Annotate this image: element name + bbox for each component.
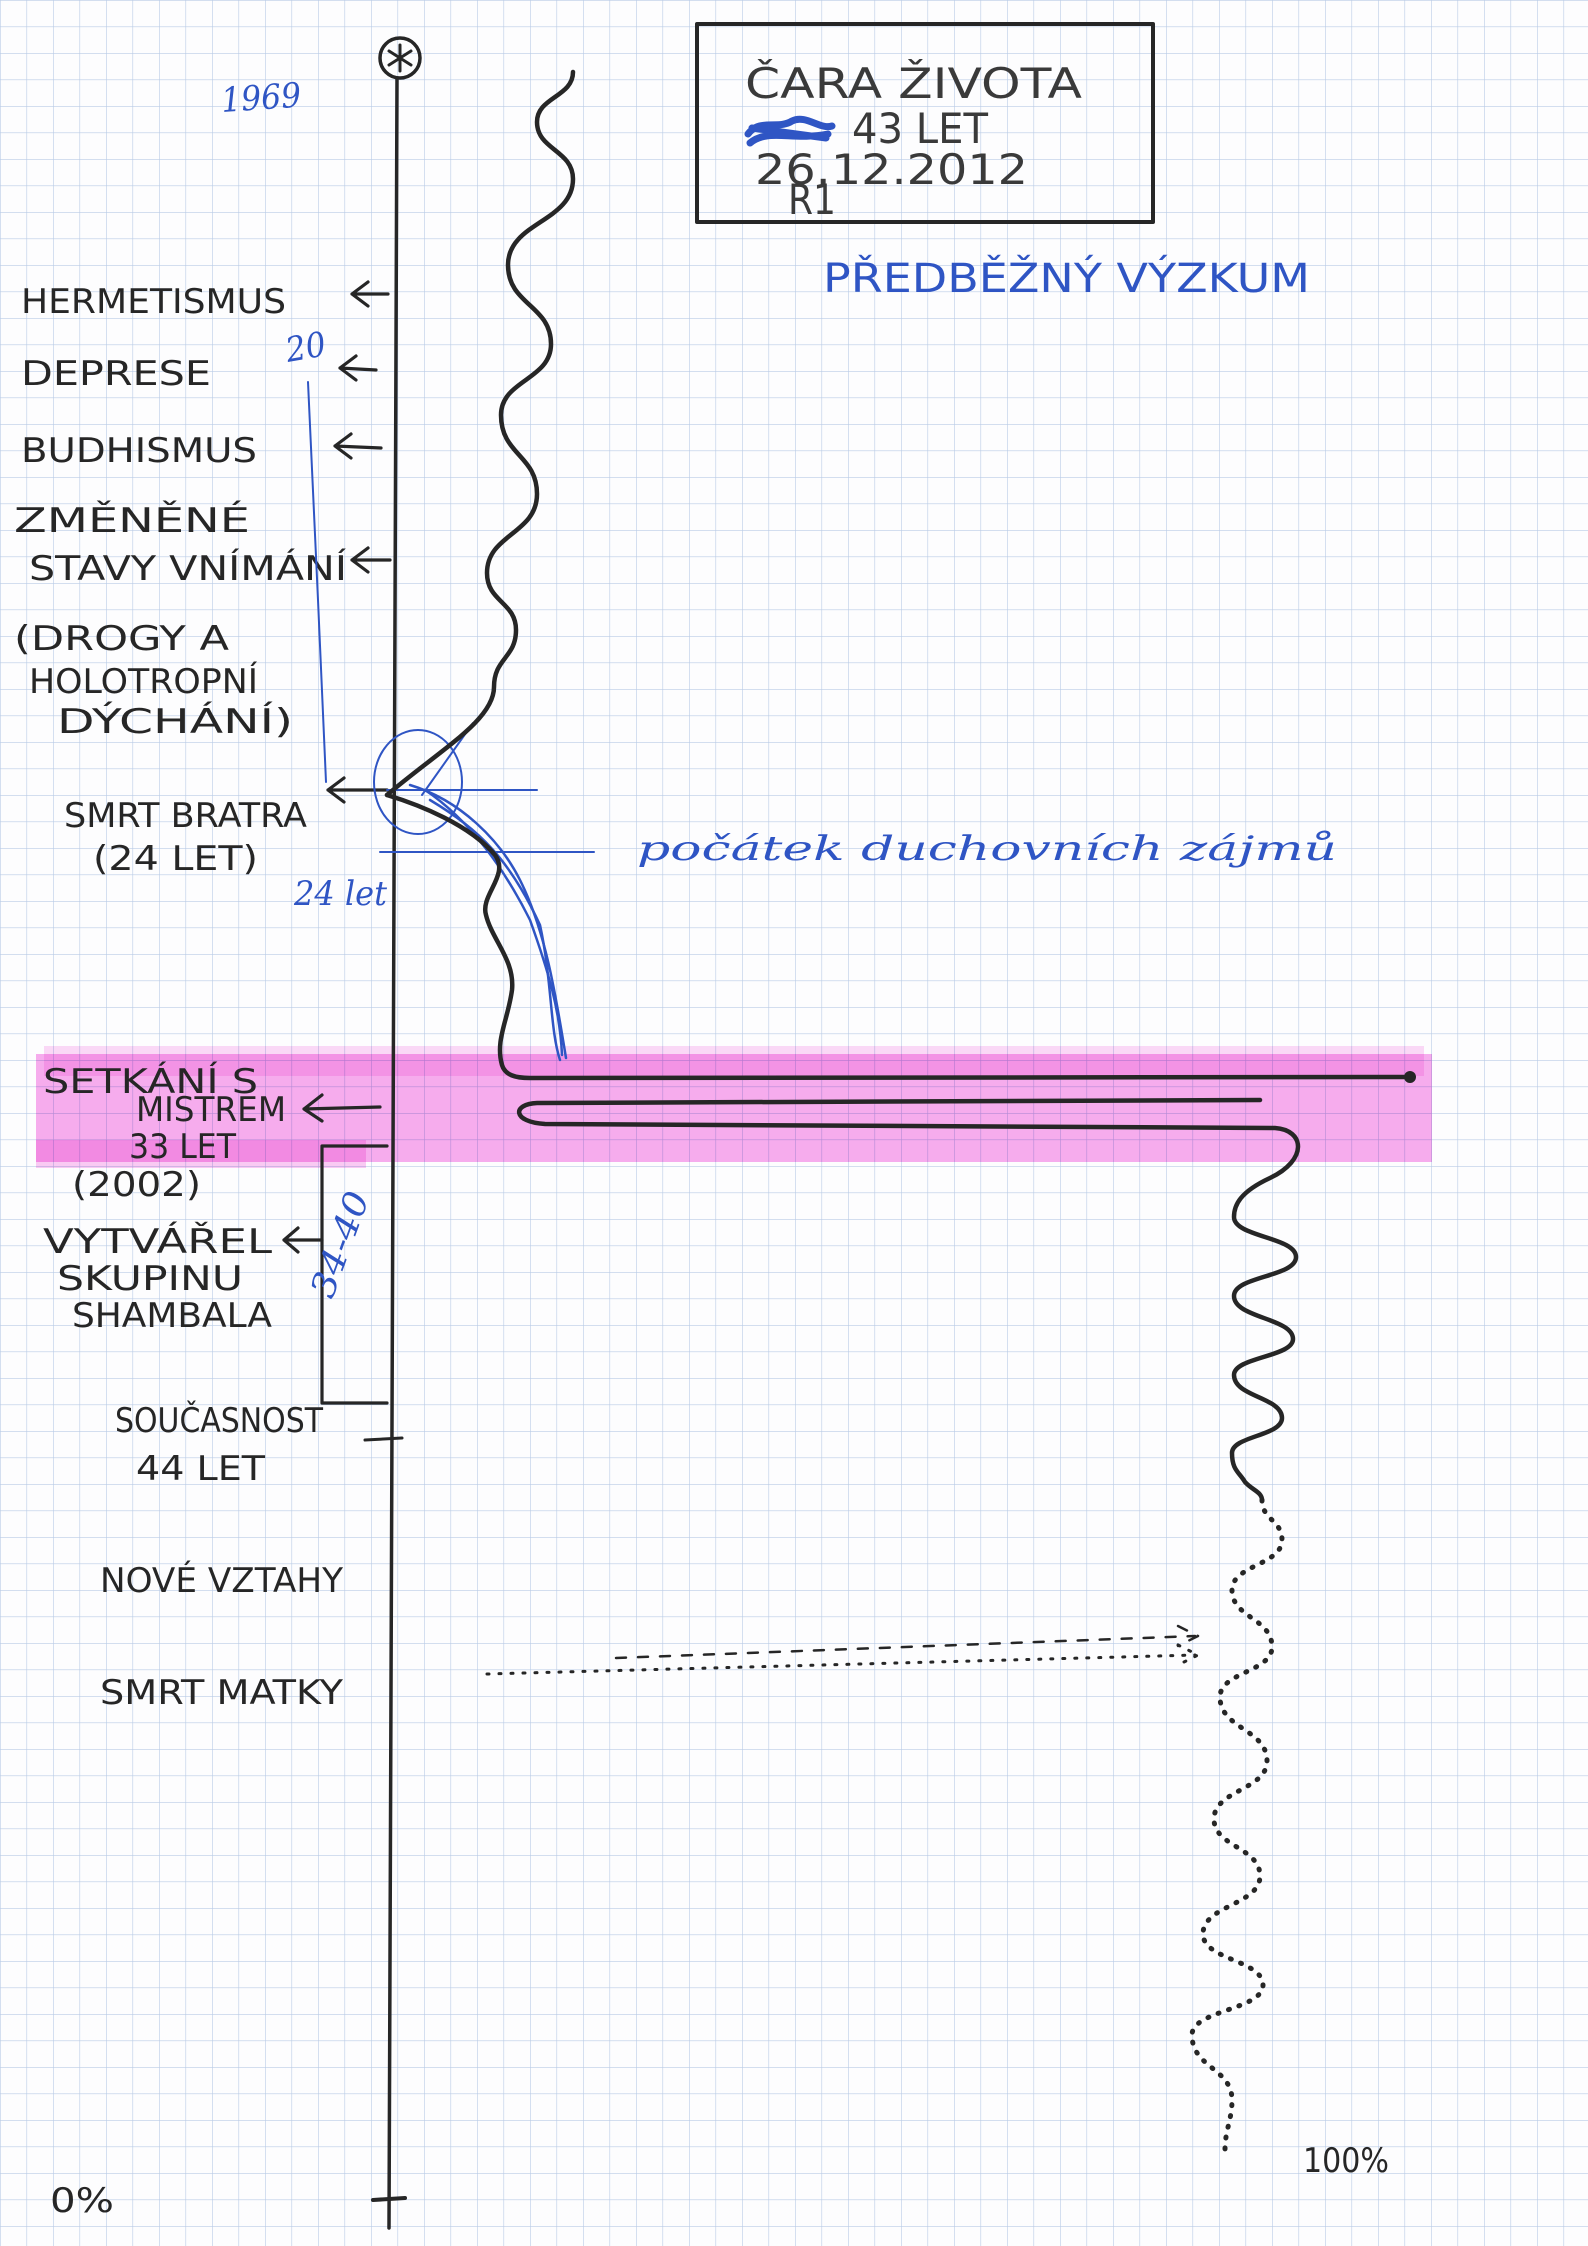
annotation-age-24: 24 let (293, 874, 387, 914)
header-code: R1 (788, 175, 836, 224)
event-arrow (350, 546, 392, 574)
event-labels: HERMETISMUS DEPRESE BUDHISMUS ZMĚNĚNÉ ST… (14, 282, 347, 1713)
event-label: DEPRESE (21, 354, 211, 394)
event-arrow (338, 354, 378, 382)
ink-scribble (744, 115, 836, 147)
event-label: 44 LET (136, 1449, 265, 1489)
event-label: SOUČASNOST (115, 1400, 323, 1441)
event-arrow (282, 1226, 324, 1254)
blue-trace-line (408, 783, 568, 1060)
event-arrow (350, 280, 390, 308)
birth-year: 1969 (220, 75, 303, 120)
blue-trace-line (428, 798, 562, 1062)
circled-asterisk-icon (378, 36, 422, 80)
life-line-peak-dot (1404, 1071, 1416, 1083)
event-label: SETKÁNÍ S (43, 1061, 258, 1102)
life-line-future (1189, 1497, 1285, 2153)
highlighter-band (36, 1046, 1432, 1168)
event-label: ZMĚNĚNÉ (14, 500, 250, 541)
life-line-middle (384, 792, 1413, 1081)
dotted-arrow (485, 1643, 1200, 1676)
cross-icon (371, 2196, 407, 2202)
header-box-frame (695, 22, 1155, 224)
blue-annotations: 20 24 let počátek duchovních zájmů 34-40 (282, 325, 1337, 1304)
event-label: STAVY VNÍMÁNÍ (29, 548, 347, 589)
header-date: 26.12.2012 (755, 145, 1028, 194)
event-label: SMRT BRATRA (64, 796, 307, 836)
life-line-later (516, 1097, 1301, 1503)
header-age: 43 LET (852, 104, 988, 153)
event-label: 33 LET (129, 1127, 236, 1167)
event-label: SMRT MATKY (100, 1673, 343, 1713)
timeline-axis (363, 36, 422, 2230)
annotation-age-20: 20 (282, 325, 329, 371)
blue-guide-line (307, 381, 327, 783)
event-label: BUDHISMUS (21, 431, 257, 471)
event-label: MISTREM (136, 1090, 286, 1130)
annotation-spiritual-start: počátek duchovních zájmů (637, 829, 1337, 869)
header-title: ČARA ŽIVOTA (745, 58, 1082, 108)
period-bracket (320, 1144, 389, 1405)
event-label: NOVÉ VZTAHY (100, 1560, 343, 1601)
event-label: (DROGY A (14, 619, 229, 659)
event-label: HERMETISMUS (21, 282, 286, 322)
event-label: (24 LET) (93, 839, 258, 879)
event-arrow (333, 432, 383, 460)
life-line (384, 69, 1416, 2153)
dotted-arrow (614, 1624, 1200, 1660)
present-tick (363, 1436, 404, 1442)
scale-min-label: 0% (50, 2181, 114, 2221)
event-label: (2002) (72, 1165, 201, 1205)
future-event-arrows (485, 1624, 1200, 1676)
header-box: ČARA ŽIVOTA 43 LET 26.12.2012 R1 (695, 22, 1155, 224)
event-arrow (302, 1093, 382, 1123)
subtitle: PŘEDBĚŽNÝ VÝZKUM (823, 254, 1310, 302)
event-label: DÝCHÁNÍ) (57, 701, 293, 742)
life-line-early (384, 69, 576, 798)
event-label: VYTVÁŘEL (43, 1221, 272, 1262)
scale-max-label: 100% (1303, 2141, 1389, 2181)
event-label: SKUPINU (57, 1259, 243, 1299)
event-label: SHAMBALA (72, 1296, 272, 1336)
event-arrows (282, 280, 392, 1405)
timeline-axis-line (387, 76, 399, 2230)
event-label: HOLOTROPNÍ (29, 661, 258, 702)
blue-circle-mark (373, 729, 463, 835)
event-arrow (326, 776, 389, 804)
